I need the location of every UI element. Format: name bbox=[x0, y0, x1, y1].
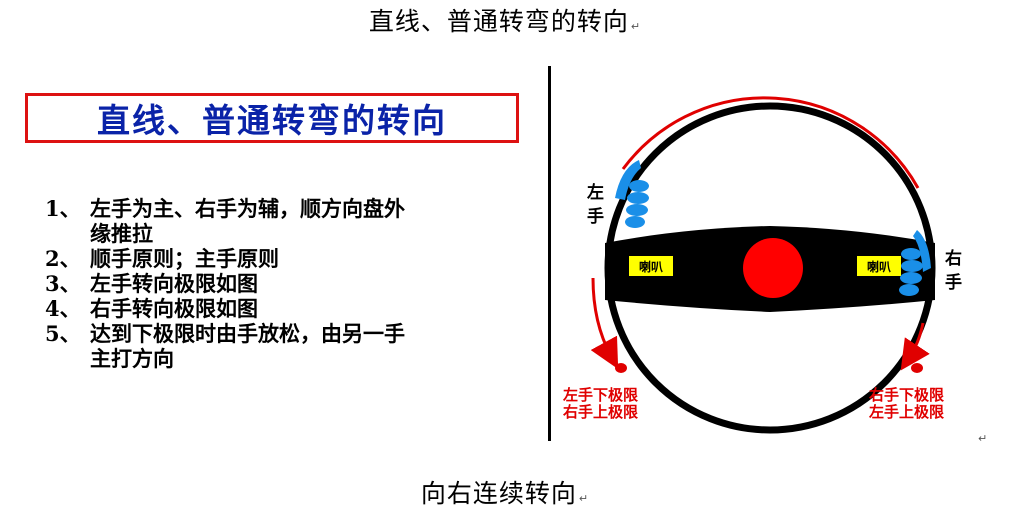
step-text: 右手转向极限如图 bbox=[90, 296, 258, 321]
step-3: 3、 左手转向极限如图 bbox=[45, 271, 515, 296]
steering-wheel-diagram: 喇叭 喇叭 左 手 右 手 左手下极限 右手上极限 右手下极限 左手上极限 bbox=[562, 96, 962, 434]
slide-title: 直线、普通转弯的转向 bbox=[97, 101, 447, 140]
step-number: 5、 bbox=[45, 321, 81, 346]
left-down-arrow bbox=[590, 277, 619, 370]
right-limit-label-1: 右手下极限 bbox=[869, 386, 944, 404]
horn-button-right bbox=[857, 256, 901, 276]
horn-button-left bbox=[629, 256, 673, 276]
right-down-arrow bbox=[900, 322, 930, 371]
step-text: 缘推拉 bbox=[90, 221, 153, 246]
slide-title-box: 直线、普通转弯的转向 bbox=[25, 93, 519, 143]
left-limit-marker bbox=[615, 363, 627, 373]
right-hand-label-1: 右 bbox=[945, 248, 962, 269]
vertical-divider bbox=[548, 66, 551, 441]
left-hand-icon bbox=[615, 160, 649, 228]
right-limit-marker bbox=[911, 363, 923, 373]
horn-label-left: 喇叭 bbox=[639, 259, 663, 274]
left-limit-label-1: 左手下极限 bbox=[562, 386, 638, 404]
paragraph-mark: ↵ bbox=[578, 492, 590, 505]
horn-label-right: 喇叭 bbox=[867, 259, 891, 274]
step-1: 1、 左手为主、右手为辅，顺方向盘外缘推拉 bbox=[45, 196, 515, 246]
step-2: 2、 顺手原则；主手原则 bbox=[45, 246, 515, 271]
paragraph-mark: ↵ bbox=[630, 20, 642, 33]
step-text: 左手转向极限如图 bbox=[90, 271, 258, 296]
step-5: 5、 达到下极限时由手放松，由另一手主打方向 bbox=[45, 321, 515, 371]
right-hand-label-2: 手 bbox=[945, 272, 962, 293]
step-text: 主打方向 bbox=[90, 346, 174, 371]
right-limit-label-2: 左手上极限 bbox=[868, 403, 944, 421]
step-text: 顺手原则；主手原则 bbox=[90, 246, 279, 271]
wheel-hub bbox=[743, 238, 803, 298]
left-hand-label-1: 左 bbox=[587, 182, 604, 203]
step-number: 1、 bbox=[45, 196, 81, 221]
step-number: 3、 bbox=[45, 271, 81, 296]
step-text: 左手为主、右手为辅，顺方向盘外 bbox=[90, 196, 405, 221]
left-limit-label-2: 右手上极限 bbox=[563, 403, 638, 421]
step-text: 达到下极限时由手放松，由另一手 bbox=[90, 321, 405, 346]
step-number: 2、 bbox=[45, 246, 81, 271]
step-4: 4、 右手转向极限如图 bbox=[45, 296, 515, 321]
top-arrow-arc bbox=[621, 96, 920, 189]
left-hand-label-2: 手 bbox=[587, 206, 604, 227]
steps-list: 1、 左手为主、右手为辅，顺方向盘外缘推拉 2、 顺手原则；主手原则 3、 左手… bbox=[45, 196, 515, 371]
paragraph-mark: ↵ bbox=[978, 432, 988, 445]
page-title: 直线、普通转弯的转向↵ bbox=[368, 7, 642, 36]
step-number: 4、 bbox=[45, 296, 81, 321]
bottom-caption: 向右连续转向↵ bbox=[420, 479, 590, 508]
right-hand-icon bbox=[899, 230, 931, 296]
